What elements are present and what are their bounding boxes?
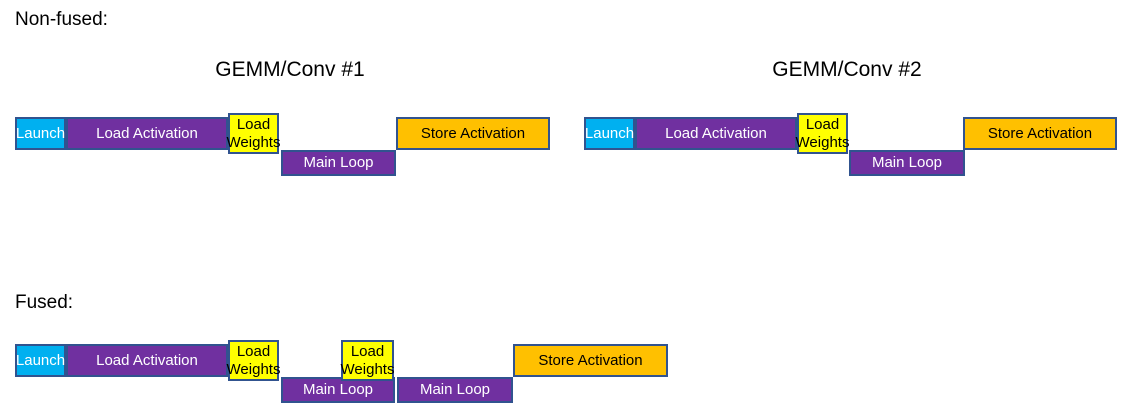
bar-nonfused-1-main-loop: Main Loop — [281, 150, 396, 176]
bar-nonfused-1-launch: Launch — [15, 117, 66, 150]
group-title-gemm-conv-2: GEMM/Conv #2 — [772, 58, 922, 81]
bar-fused-store-activation: Store Activation — [513, 344, 668, 377]
group-title-gemm-conv-1: GEMM/Conv #1 — [215, 58, 365, 81]
section-label-non-fused: Non-fused: — [15, 9, 108, 30]
bar-fused-load-activation: Load Activation — [66, 344, 228, 377]
bar-nonfused-2-main-loop: Main Loop — [849, 150, 965, 176]
bar-nonfused-2-launch: Launch — [584, 117, 635, 150]
bar-nonfused-2-load-weights: Load Weights — [796, 113, 849, 154]
bar-nonfused-1-store-activation: Store Activation — [396, 117, 550, 150]
bar-fused-main-loop: Main Loop — [397, 377, 513, 403]
bar-nonfused-2-store-activation: Store Activation — [963, 117, 1117, 150]
section-label-fused: Fused: — [15, 292, 74, 313]
bar-fused-launch: Launch — [15, 344, 66, 377]
bar-nonfused-1-load-activation: Load Activation — [66, 117, 228, 150]
bar-fused-load-weights: Load Weights — [341, 340, 394, 381]
bar-fused-main-loop: Main Loop — [281, 377, 395, 403]
bar-nonfused-1-load-weights: Load Weights — [227, 113, 280, 154]
bar-fused-load-weights: Load Weights — [227, 340, 280, 381]
bar-nonfused-2-load-activation: Load Activation — [635, 117, 797, 150]
